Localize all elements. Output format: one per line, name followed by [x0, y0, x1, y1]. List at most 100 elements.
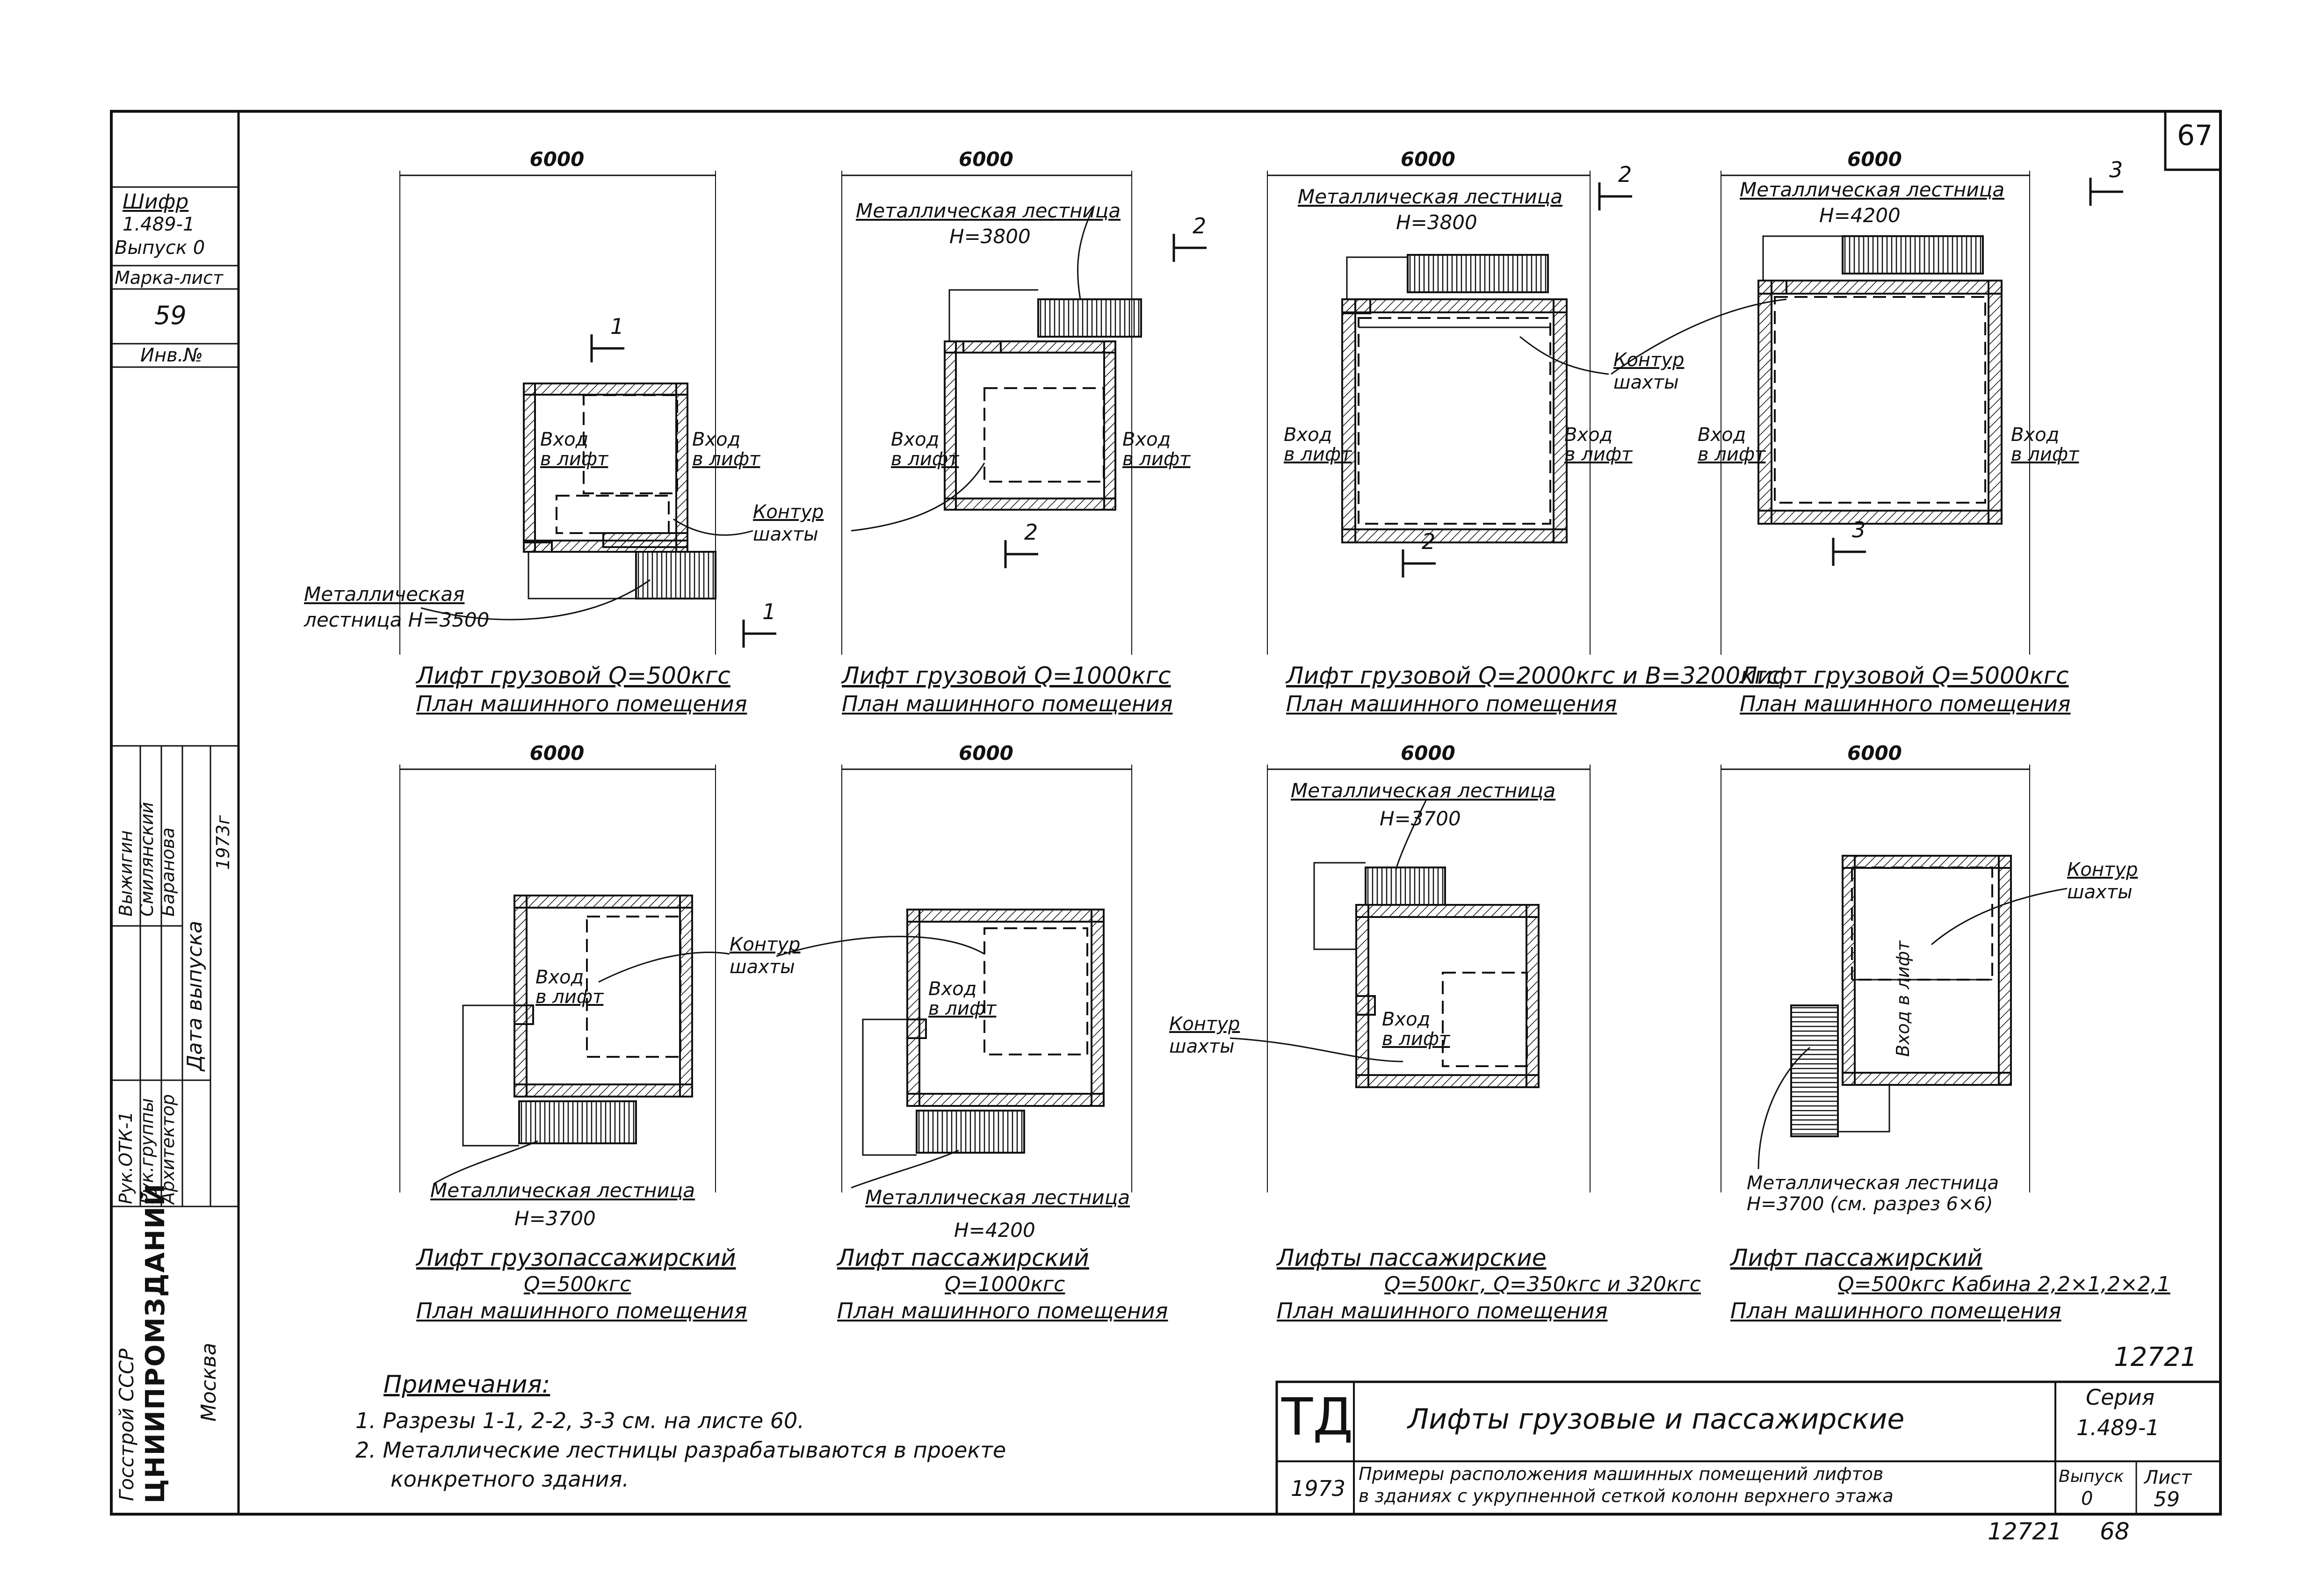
p6-entry-2: в лифт — [928, 998, 997, 1019]
p2-wall-stub — [962, 340, 1002, 354]
p2-entry-right-2: в лифт — [1122, 448, 1191, 470]
p1-contour-1: Контур — [753, 501, 824, 523]
p2-entry-right-1: Вход — [1122, 429, 1171, 450]
date-label: Дата выпуска — [183, 920, 207, 1071]
p2-stair-rail — [948, 289, 1038, 341]
p5-height: Н=3700 — [514, 1207, 596, 1230]
p4-shaft-contour — [1774, 296, 1986, 504]
p8-shaft-contour — [1851, 867, 1993, 981]
p7-stair — [1365, 867, 1446, 906]
p3-entry-right-1: Вход — [1564, 424, 1613, 446]
p1-room-wall-top — [523, 383, 688, 396]
p3-contour-1: Контур — [1613, 349, 1685, 371]
p6-title: Лифт пассажирский — [837, 1244, 1089, 1271]
p4-entry-left-2: в лифт — [1698, 444, 1766, 465]
p7-entry-2: в лифт — [1382, 1028, 1450, 1050]
p4-room-wall-bottom — [1757, 510, 2003, 525]
p6-contour-leader — [776, 936, 985, 957]
block-desc-1: Примеры расположения машинных помещений … — [1359, 1464, 1884, 1484]
p8-room-wall-right — [1998, 855, 2012, 1086]
inventory-number: 12721 — [2114, 1342, 2198, 1372]
p8-contour-2: шахты — [2067, 881, 2133, 903]
p1-entry-left-1: Вход — [540, 429, 589, 450]
p2-sec-bot-label: 2 — [1024, 520, 1038, 545]
note-2: 2. Металлические лестницы разрабатываютс… — [355, 1437, 1006, 1463]
p8-subtitle: План машинного помещения — [1730, 1298, 2061, 1323]
sheet-value-block: 59 — [2154, 1488, 2180, 1511]
p5-subtitle: План машинного помещения — [416, 1298, 747, 1323]
p1-contour-leader — [673, 518, 753, 536]
p8-entry: Вход в лифт — [1893, 940, 1913, 1057]
issue-label: Выпуск 0 — [115, 237, 205, 259]
role-1: Рук.ОТК-1 — [116, 1111, 136, 1204]
p1-wall-low — [602, 532, 688, 548]
p8-room-wall-left — [1842, 855, 1856, 1086]
p4-dim-value: 6000 — [1847, 148, 1902, 171]
p3-contour-leader — [1519, 336, 1609, 375]
org-name: ЦНИИПРОМЗДАНИЙ — [140, 1183, 171, 1503]
p1-stair-rail — [528, 552, 636, 599]
sheet-frame — [110, 110, 2222, 1516]
p6-stair-label: Металлическая лестница — [865, 1186, 1130, 1209]
p5-contour-2: шахты — [730, 956, 795, 978]
p8-title2: Q=500кгс Кабина 2,2×1,2×2,1 — [1838, 1272, 2170, 1296]
p2-subtitle: План машинного помещения — [842, 691, 1173, 716]
block-year: 1973 — [1291, 1476, 1346, 1501]
p2-room-wall-right — [1103, 340, 1116, 511]
p3-stair-label: Металлическая лестница — [1298, 185, 1563, 208]
p1-room-wall-left — [523, 383, 536, 553]
p7-contour-2: шахты — [1169, 1036, 1235, 1057]
p3-shaft-contour — [1358, 317, 1551, 525]
org-city: Москва — [197, 1343, 221, 1422]
p5-stair-rail — [462, 1004, 519, 1147]
p8-title: Лифт пассажирский — [1730, 1244, 1982, 1271]
p4-subtitle: План машинного помещения — [1740, 691, 2071, 716]
series-label: Серия — [2086, 1385, 2155, 1410]
p7-title: Лифты пассажирские — [1277, 1244, 1547, 1271]
p2-stair-leader — [1077, 205, 1095, 300]
p4-wall-stub — [1757, 280, 1787, 295]
p1-shaft-contour — [583, 394, 678, 494]
p2-stair-label: Металлическая лестница — [856, 199, 1121, 222]
cipher-label: Шифр — [123, 190, 189, 214]
p7-wall-gap — [1355, 995, 1376, 1016]
p4-entry-right-2: в лифт — [2011, 444, 2079, 465]
p6-dim-value: 6000 — [959, 742, 1013, 765]
p7-shaft-contour — [1442, 972, 1528, 1067]
p6-entry-1: Вход — [928, 978, 977, 1000]
p8-dim-value: 6000 — [1847, 742, 1902, 765]
p3-room-wall-bottom — [1341, 528, 1568, 543]
name-1: Выжигин — [116, 830, 136, 917]
p3-entry-left-1: Вход — [1284, 424, 1332, 446]
p2-dim-value: 6000 — [959, 148, 1013, 171]
p8-stair-label: Металлическая лестница — [1747, 1172, 1999, 1194]
p8-stair — [1790, 1004, 1839, 1137]
p3-room-wall-right — [1553, 298, 1568, 543]
p7-title2: Q=500кг, Q=350кгс и 320кгс — [1384, 1272, 1701, 1296]
p3-stair — [1407, 254, 1549, 293]
p3-height: Н=3800 — [1396, 211, 1477, 234]
p5-room-wall-bottom — [513, 1083, 693, 1098]
p3-stair-rail — [1346, 256, 1408, 299]
sheet-label-block: Лист — [2144, 1467, 2192, 1488]
issue-value-block: 0 — [2081, 1488, 2093, 1509]
p1-wall-notch — [523, 542, 553, 553]
p8-contour-1: Контур — [2067, 859, 2138, 881]
p3-dim-value: 6000 — [1401, 148, 1455, 171]
p2-stair — [1037, 298, 1142, 338]
notes-heading: Примечания: — [383, 1371, 550, 1399]
p4-height: Н=4200 — [1819, 204, 1901, 227]
org-top: Госстрой СССР — [115, 1348, 138, 1501]
p1-stair-leader — [420, 579, 651, 621]
p1-stair-label-1: Металлическая — [304, 583, 465, 606]
p1-entry-left-2: в лифт — [540, 448, 608, 470]
p3-title: Лифт грузовой Q=2000кгс и В=3200кгс — [1286, 662, 1780, 689]
p7-subtitle: План машинного помещения — [1277, 1298, 1608, 1323]
p5-shaft-contour — [586, 916, 681, 1058]
p6-title2: Q=1000кгс — [945, 1272, 1065, 1296]
p2-contour-leader — [851, 462, 985, 532]
bottom-sheet: 68 — [2100, 1518, 2130, 1545]
p5-contour-leader — [598, 952, 730, 983]
p2-height: Н=3800 — [949, 225, 1031, 248]
